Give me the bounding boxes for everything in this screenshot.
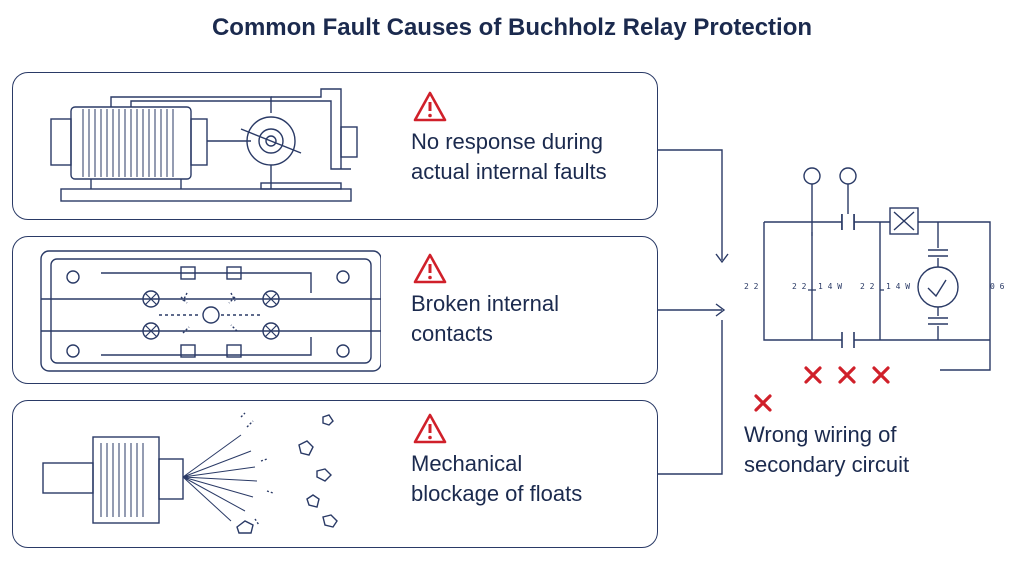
relay-cross-icon (893, 211, 915, 231)
arrow-head (715, 253, 729, 264)
relay-contacts-illustration (40, 250, 381, 372)
fault-panel-float-blockage: Mechanical blockage of floats (12, 400, 658, 548)
transformer-illustration (50, 88, 358, 202)
fault-label-line2: actual internal faults (411, 159, 607, 184)
capacitor-icon (928, 249, 948, 257)
page-title: Common Fault Causes of Buchholz Relay Pr… (211, 14, 813, 41)
float-blockage-illustration (42, 412, 338, 534)
fault-label-line1: No response during (411, 129, 604, 154)
terminal-mark: 1 4 W (818, 282, 842, 291)
arrow-head (715, 303, 726, 317)
meter-needle (927, 279, 947, 298)
terminal-icon (839, 167, 857, 185)
terminal-mark: 2 2 (744, 282, 759, 291)
fault-label-line1: Mechanical (411, 451, 523, 476)
cross-mark-icon (754, 394, 772, 412)
capacitor-icon (841, 332, 855, 348)
fault-label-line2: blockage of floats (411, 481, 583, 506)
terminal-mark: 1 4 W (886, 282, 910, 291)
circuit-wire (763, 222, 990, 341)
cross-mark-icon (838, 366, 856, 384)
cross-mark-icon (872, 366, 890, 384)
warning-triangle-icon (413, 413, 447, 444)
fault-panel-no-response: No response during actual internal fault… (12, 72, 658, 220)
fault-label: Mechanical blockage of floats (411, 449, 582, 509)
circuit-label-line1: Wrong wiring of (744, 422, 897, 447)
circuit-label-line2: secondary circuit (744, 452, 910, 477)
terminal-mark: 0 6 (990, 282, 1005, 291)
fault-panel-broken-contacts: Broken internal contacts (12, 236, 658, 384)
connector-line (658, 149, 723, 260)
warning-triangle-icon (413, 253, 447, 284)
meter-icon (917, 266, 959, 308)
terminal-mark: 2 2 (860, 282, 875, 291)
fault-label: Broken internal contacts (411, 289, 559, 349)
fault-label: No response during actual internal fault… (411, 127, 607, 187)
fault-label-line1: Broken internal (411, 291, 559, 316)
circuit-fault-label: Wrong wiring of secondary circuit (744, 420, 909, 480)
circuit-wire (764, 221, 991, 371)
terminal-mark: 2 2 (792, 282, 807, 291)
fault-label-line2: contacts (411, 321, 493, 346)
warning-triangle-icon (413, 91, 447, 122)
connector-line (658, 320, 723, 475)
terminal-icon (803, 167, 821, 185)
cross-mark-icon (804, 366, 822, 384)
capacitor-icon (928, 317, 948, 325)
